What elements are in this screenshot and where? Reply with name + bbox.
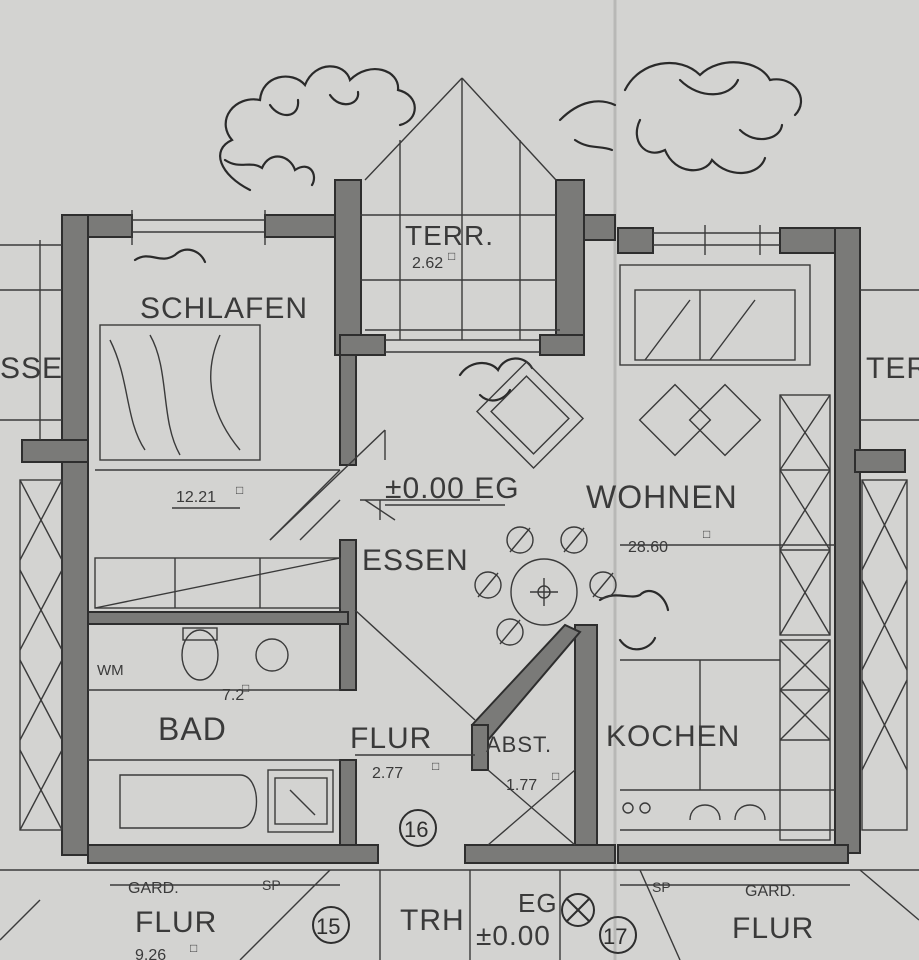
step-16: 16 — [404, 817, 428, 842]
bedroom-area: 12.21 — [176, 489, 216, 506]
storage-area-marker: □ — [552, 769, 559, 783]
living-name: WOHNEN — [586, 479, 738, 515]
bedroom-area-marker: □ — [236, 483, 243, 497]
bedroom-name: SCHLAFEN — [140, 292, 308, 325]
wm-label: WM — [97, 662, 124, 679]
level-label: ±0.00 EG — [385, 472, 520, 505]
terrace-area-marker: □ — [448, 249, 455, 263]
lower-hall-left-name: FLUR — [135, 906, 217, 939]
garderobe-left: GARD. — [128, 880, 179, 897]
bath-area-marker: □ — [242, 681, 249, 695]
sp-right: SP — [652, 879, 671, 895]
left-terrace-name-fragment: SSE — [0, 352, 63, 385]
stair-name: TRH — [400, 904, 465, 937]
garden-shrubs — [133, 61, 802, 651]
hall-area: 2.77 — [372, 765, 403, 782]
kitchen-name: KOCHEN — [606, 720, 740, 753]
step-15: 15 — [316, 914, 340, 939]
stair-x-mark-b — [565, 897, 591, 923]
lower-hall-left-area: 9.26 — [135, 947, 166, 960]
lower-hall-left-area-marker: □ — [190, 941, 197, 955]
right-terrace-name-fragment: TER — [866, 352, 919, 385]
sp-left: SP — [262, 877, 281, 893]
stair-floor: EG — [518, 888, 558, 918]
bath-area: 7.2 — [222, 687, 244, 704]
living-area: 28.60 — [628, 539, 668, 556]
storage-name: ABST. — [486, 732, 552, 757]
lower-hall-right-name: FLUR — [732, 912, 814, 945]
stair-level: ±0.00 — [476, 920, 551, 951]
construction-lines — [0, 77, 919, 960]
living-area-marker: □ — [703, 527, 710, 541]
hall-name: FLUR — [350, 722, 432, 755]
dining-name: ESSEN — [362, 544, 469, 577]
step-markers: 16 15 17 — [312, 809, 637, 954]
room-labels: TERR. 2.62 □ SCHLAFEN 12.21 □ SSE ±0.00 … — [0, 220, 919, 960]
terrace-name: TERR. — [405, 220, 494, 251]
walls — [21, 179, 906, 864]
storage-area: 1.77 — [506, 777, 537, 794]
terrace-area: 2.62 — [412, 255, 443, 272]
step-17: 17 — [603, 924, 627, 949]
hall-area-marker: □ — [432, 759, 439, 773]
garderobe-right: GARD. — [745, 883, 796, 900]
bath-name: BAD — [158, 711, 227, 747]
